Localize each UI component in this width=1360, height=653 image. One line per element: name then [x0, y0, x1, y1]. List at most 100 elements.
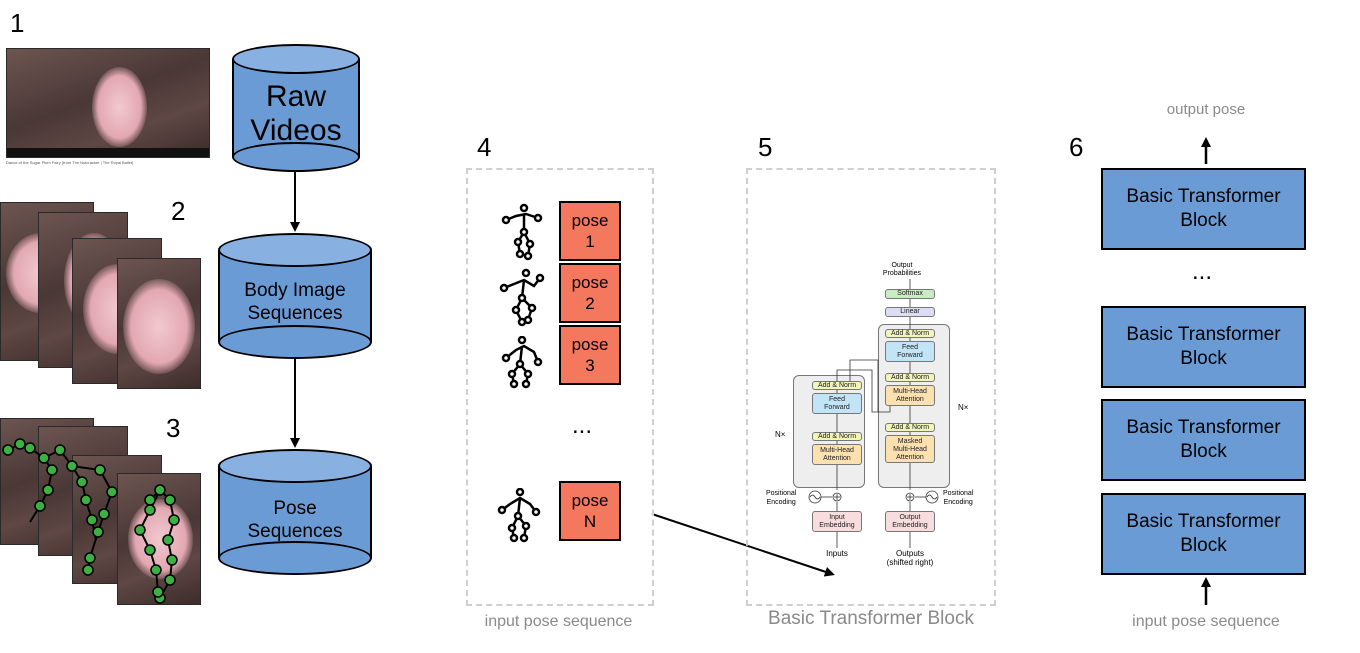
ff-line1: Feed: [902, 344, 918, 351]
pe-enc-line1: Positional: [766, 490, 797, 497]
pe-dec-line2: Encoding: [943, 499, 973, 506]
encoder-multi-head-attention: Multi-Head Attention: [812, 444, 862, 465]
encoder-nx-label: N×: [775, 430, 786, 439]
step-4-number: 4: [477, 132, 492, 162]
decoder-multi-head-attention: Multi-Head Attention: [885, 385, 935, 406]
encoder-feed-forward: Feed Forward: [812, 393, 862, 414]
body-image-frame: [117, 258, 201, 389]
mha-line2: Attention: [896, 396, 924, 403]
pose-ellipsis: ...: [572, 412, 593, 439]
encoder-positional-encoding-label: Positional Encoding: [766, 489, 796, 507]
pose-box-index: N: [583, 512, 597, 531]
enc-mha-line2: Attention: [823, 455, 851, 462]
step-6-number: 6: [1069, 132, 1084, 162]
body-image-label-line2: Sequences: [247, 303, 343, 324]
transformer-block-top[interactable]: Basic Transformer Block: [1101, 168, 1306, 250]
block-label-line2: Block: [1180, 441, 1227, 462]
pose-box-3[interactable]: pose 3: [559, 325, 621, 385]
transformer-block-panel: [746, 168, 996, 606]
decoder-positional-encoding-label: Positional Encoding: [943, 489, 973, 507]
ie-line1: Input: [829, 514, 845, 521]
decoder-feed-forward: Feed Forward: [885, 341, 935, 362]
pose-box-index: 1: [585, 232, 595, 251]
pose-box-word: pose: [571, 491, 609, 510]
stack-ellipsis: ...: [1192, 258, 1213, 285]
inputs-label: Inputs: [826, 549, 848, 558]
pose-box-word: pose: [571, 211, 609, 230]
softmax-block: Softmax: [885, 289, 935, 299]
pose-box-n[interactable]: pose N: [559, 481, 621, 541]
masked-line2: Multi-Head: [893, 446, 927, 453]
enc-mha-line1: Multi-Head: [820, 447, 854, 454]
linear-block: Linear: [885, 307, 935, 317]
decoder-masked-attention: Masked Multi-Head Attention: [885, 435, 935, 463]
step-5-number: 5: [758, 132, 773, 162]
pose-sequences-label-line2: Sequences: [247, 521, 343, 542]
transformer-block-caption: Basic Transformer Block: [768, 608, 974, 629]
oe-line2: Embedding: [892, 522, 928, 529]
block-label-line2: Block: [1180, 348, 1227, 369]
input-pose-sequence-label-right: input pose sequence: [1132, 613, 1280, 630]
pose-sequences-database[interactable]: Pose Sequences: [218, 449, 372, 575]
raw-videos-label-line1: Raw: [265, 80, 326, 113]
raw-videos-label-line2: Videos: [250, 114, 342, 147]
pose-box-1[interactable]: pose 1: [559, 201, 621, 261]
outputs-label: Outputs (shifted right): [872, 549, 948, 567]
pose-box-word: pose: [571, 335, 609, 354]
outputs-line2: (shifted right): [886, 558, 934, 567]
stick-figure-icon: [497, 488, 541, 543]
pose-box-2[interactable]: pose 2: [559, 263, 621, 323]
input-embedding-block: Input Embedding: [812, 511, 862, 532]
block-label-line1: Basic Transformer: [1126, 324, 1281, 345]
pe-enc-line2: Encoding: [766, 499, 796, 506]
body-image-sequences-database[interactable]: Body Image Sequences: [218, 233, 372, 359]
output-pose-label: output pose: [1166, 101, 1246, 118]
block-label-line1: Basic Transformer: [1126, 186, 1281, 207]
decoder-add-norm-3: Add & Norm: [885, 329, 935, 338]
block-label-line2: Block: [1180, 210, 1227, 231]
stick-figure-icon: [501, 336, 543, 389]
keypoint-overlay: [2, 438, 180, 604]
ff-line2: Forward: [897, 352, 923, 359]
pose-box-word: pose: [571, 273, 609, 292]
encoder-add-norm-2: Add & Norm: [812, 381, 862, 390]
ie-line2: Embedding: [819, 522, 855, 529]
enc-ff-line1: Feed: [829, 396, 845, 403]
stick-figure-icon: [501, 203, 543, 261]
block-label-line1: Basic Transformer: [1126, 417, 1281, 438]
raw-videos-database[interactable]: Raw Videos: [232, 44, 360, 172]
video-thumbnail[interactable]: [6, 48, 210, 158]
enc-ff-line2: Forward: [824, 404, 850, 411]
step-2-number: 2: [171, 196, 186, 226]
input-pose-sequence-panel: [466, 168, 654, 606]
pose-box-index: 2: [585, 294, 595, 313]
step-3-number: 3: [166, 413, 181, 443]
oe-line1: Output: [899, 514, 921, 521]
input-pose-sequence-caption: input pose sequence: [484, 613, 633, 630]
pose-sequences-label-line1: Pose: [273, 498, 317, 519]
masked-line1: Masked: [897, 438, 923, 445]
block-label-line1: Basic Transformer: [1126, 511, 1281, 532]
pe-dec-line1: Positional: [943, 490, 974, 497]
decoder-nx-label: N×: [958, 403, 969, 412]
transformer-block-bottom[interactable]: Basic Transformer Block: [1101, 493, 1306, 575]
block-label-line2: Block: [1180, 535, 1227, 556]
transformer-block-2[interactable]: Basic Transformer Block: [1101, 306, 1306, 388]
output-embedding-block: Output Embedding: [885, 511, 935, 532]
outputs-line1: Outputs: [895, 549, 924, 558]
output-probabilities-line1: Output: [891, 262, 913, 269]
output-probabilities-label: Output Probabilities: [868, 262, 936, 278]
output-probabilities-line2: Probabilities: [882, 270, 922, 277]
pose-overlay-frame: [117, 473, 201, 605]
mha-line1: Multi-Head: [893, 388, 927, 395]
encoder-add-norm-1: Add & Norm: [812, 432, 862, 441]
step-1-number: 1: [10, 8, 25, 38]
transformer-block-3[interactable]: Basic Transformer Block: [1101, 399, 1306, 481]
body-image-label-line1: Body Image: [244, 280, 346, 301]
stick-figure-icon: [499, 268, 545, 327]
decoder-add-norm-1: Add & Norm: [885, 423, 935, 432]
masked-line3: Attention: [896, 454, 924, 461]
decoder-add-norm-2: Add & Norm: [885, 373, 935, 382]
pose-box-index: 3: [585, 356, 595, 375]
